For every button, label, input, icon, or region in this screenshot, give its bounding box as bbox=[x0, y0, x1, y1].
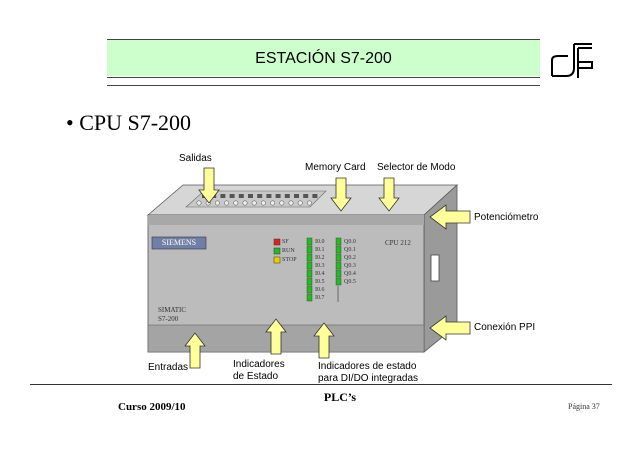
input-label: I0.5 bbox=[315, 279, 325, 285]
bullet-text: CPU S7-200 bbox=[79, 110, 192, 135]
arrow-entradas bbox=[184, 332, 206, 369]
simatic-line2: S7-200 bbox=[158, 315, 179, 323]
input-label: I0.7 bbox=[315, 295, 325, 301]
bullet-cpu: • CPU S7-200 bbox=[66, 110, 192, 135]
terminal-block bbox=[229, 194, 235, 198]
led-stop bbox=[273, 256, 281, 264]
footer-course: Curso 2009/10 bbox=[118, 401, 186, 413]
callout-conexion: Conexión PPI bbox=[474, 322, 536, 333]
footer-rule bbox=[30, 384, 612, 385]
terminal-block bbox=[294, 194, 299, 198]
arrow-selector bbox=[378, 177, 400, 212]
terminal-screw bbox=[214, 200, 220, 206]
output-label: Q0.5 bbox=[344, 279, 356, 285]
footer-page-number: Página 37 bbox=[568, 402, 600, 411]
terminal-screw bbox=[270, 200, 276, 206]
university-logo-icon bbox=[551, 43, 593, 78]
terminal-screw bbox=[279, 200, 285, 206]
input-led-labels: I0.0 I0.1 I0.2 I0.3 I0.4 I0.5 I0.6 I0.7 bbox=[315, 239, 325, 303]
led-run bbox=[273, 247, 281, 255]
callout-indicadores-io: Indicadores de estado para DI/DO integra… bbox=[318, 361, 418, 385]
input-leds bbox=[306, 237, 313, 302]
arrow-memory-card bbox=[330, 177, 352, 212]
terminal-screw bbox=[196, 200, 202, 206]
led-label-run: RUN bbox=[282, 248, 295, 254]
input-label: I0.1 bbox=[315, 247, 325, 253]
model-label: CPU 212 bbox=[385, 239, 411, 247]
terminal-screw bbox=[288, 200, 294, 206]
terminal-block bbox=[275, 194, 281, 198]
callout-indicadores-line2: de Estado bbox=[233, 371, 279, 382]
brand-label: SIEMENS bbox=[161, 238, 197, 247]
arrow-conexion bbox=[429, 315, 471, 341]
led-sf bbox=[273, 238, 281, 246]
simatic-line1: SIMATIC bbox=[158, 306, 187, 314]
callout-entradas: Entradas bbox=[148, 362, 189, 373]
input-label: I0.0 bbox=[315, 239, 325, 245]
simatic-label: SIMATIC S7-200 bbox=[158, 306, 186, 324]
terminal-screw bbox=[224, 200, 230, 206]
output-label: Q0.2 bbox=[344, 255, 356, 261]
callout-salidas: Salidas bbox=[179, 153, 212, 164]
terminal-block bbox=[220, 194, 226, 198]
output-label: Q0.0 bbox=[344, 239, 356, 245]
title-bottom-rule bbox=[107, 77, 540, 78]
arrow-indicadores bbox=[265, 318, 287, 355]
output-leds bbox=[335, 237, 342, 302]
output-label: Q0.1 bbox=[344, 247, 356, 253]
terminal-block bbox=[266, 194, 272, 198]
input-label: I0.4 bbox=[315, 271, 325, 277]
title-top-rule bbox=[107, 39, 540, 40]
callout-selector: Selector de Modo bbox=[377, 162, 456, 173]
terminal-screw bbox=[260, 200, 266, 206]
callout-indicadores-estado: Indicadores de Estado bbox=[233, 359, 285, 383]
input-label: I0.6 bbox=[315, 287, 325, 293]
terminal-screw bbox=[306, 200, 312, 206]
title-band bbox=[107, 40, 540, 76]
terminal-block bbox=[257, 194, 263, 198]
footer-plcs: PLC’s bbox=[323, 390, 357, 404]
callout-potenciometro: Potenciómetro bbox=[474, 212, 539, 223]
terminal-screw bbox=[233, 200, 239, 206]
output-label: Q0.4 bbox=[344, 271, 356, 277]
front-bottom-band bbox=[147, 324, 425, 353]
callout-memory-card: Memory Card bbox=[305, 162, 366, 173]
callout-arrows bbox=[184, 167, 471, 369]
front-top-band bbox=[148, 215, 424, 225]
arrow-salidas bbox=[198, 167, 220, 204]
callout-io-line1: Indicadores de estado bbox=[318, 361, 417, 372]
led-label-stop: STOP bbox=[282, 257, 297, 263]
output-label: Q0.3 bbox=[344, 263, 356, 269]
arrow-potenciometro bbox=[429, 204, 471, 230]
terminal-screw bbox=[297, 200, 303, 206]
terminal-block bbox=[248, 194, 253, 198]
terminal-screws bbox=[196, 194, 318, 206]
callout-io-line2: para DI/DO integradas bbox=[318, 373, 419, 384]
terminal-screw bbox=[242, 200, 248, 206]
input-label: I0.3 bbox=[315, 263, 325, 269]
terminal-block bbox=[312, 194, 318, 198]
brand-plate bbox=[151, 236, 207, 250]
status-led-labels: SF RUN STOP bbox=[282, 239, 297, 266]
output-led-labels: Q0.0 Q0.1 Q0.2 Q0.3 Q0.4 Q0.5 bbox=[344, 239, 356, 287]
side-slot bbox=[430, 254, 440, 282]
terminal-block bbox=[238, 194, 244, 198]
led-label-sf: SF bbox=[282, 239, 289, 245]
input-label: I0.2 bbox=[315, 255, 325, 261]
terminal-block bbox=[303, 194, 309, 198]
arrow-indicadores-io bbox=[313, 322, 335, 359]
title-underline bbox=[107, 85, 540, 86]
slide-title: ESTACIÓN S7-200 bbox=[255, 50, 392, 67]
terminal-screw bbox=[251, 200, 257, 206]
terminal-block bbox=[284, 194, 290, 198]
callout-indicadores-line1: Indicadores bbox=[233, 359, 285, 370]
